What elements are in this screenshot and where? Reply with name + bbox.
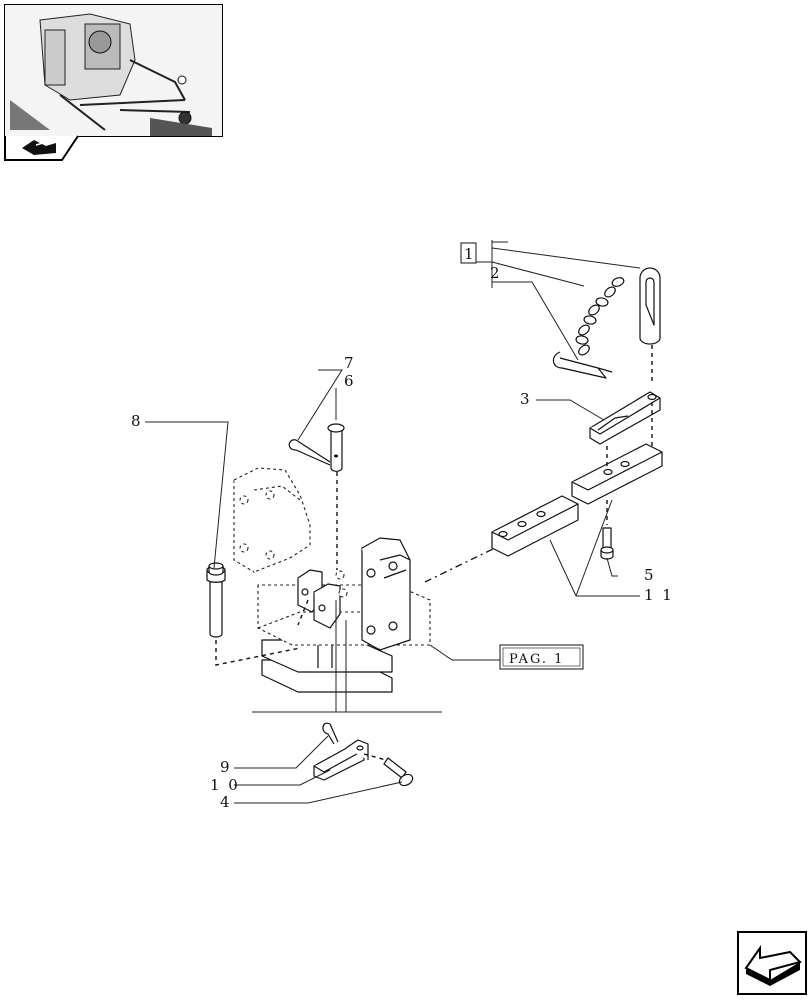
callout-2: 2 xyxy=(490,264,502,282)
drawbar-support-assembly xyxy=(233,467,431,693)
part-1-chain xyxy=(575,277,625,356)
callout-4: 4 xyxy=(220,793,232,811)
part-9-clip xyxy=(322,722,339,745)
part-1-shackle-pin xyxy=(639,267,661,345)
callout-7: 7 xyxy=(344,354,356,372)
leader-lines xyxy=(145,240,641,804)
callout-8: 8 xyxy=(131,412,143,430)
callout-box-1 xyxy=(460,242,477,264)
part-10-clevis-block xyxy=(313,739,369,781)
part-8-hitch-pin xyxy=(206,562,226,638)
part-7-clip xyxy=(288,439,331,466)
page-reference-label: PAG. 1 xyxy=(509,652,564,667)
callout-1: 1 xyxy=(464,245,476,263)
callout-5: 5 xyxy=(644,566,656,584)
callout-10: 1 0 xyxy=(210,776,240,794)
section-book-icon[interactable] xyxy=(4,135,79,161)
part-11-drawbar xyxy=(491,443,663,557)
callout-9: 9 xyxy=(220,758,232,776)
next-page-arrow-icon[interactable] xyxy=(737,931,807,995)
page-reference-box[interactable]: PAG. 1 xyxy=(499,644,584,670)
callout-3: 3 xyxy=(520,390,532,408)
part-6-pin xyxy=(327,423,345,472)
part-4-pin xyxy=(383,757,414,787)
callout-6: 6 xyxy=(344,372,356,390)
callout-11: 1 1 xyxy=(644,586,674,604)
part-5-bolt xyxy=(600,527,614,560)
part-3-clevis xyxy=(589,391,661,445)
part-2-spring-clip xyxy=(552,351,613,379)
tractor-rear-thumbnail-icon[interactable] xyxy=(4,4,223,137)
